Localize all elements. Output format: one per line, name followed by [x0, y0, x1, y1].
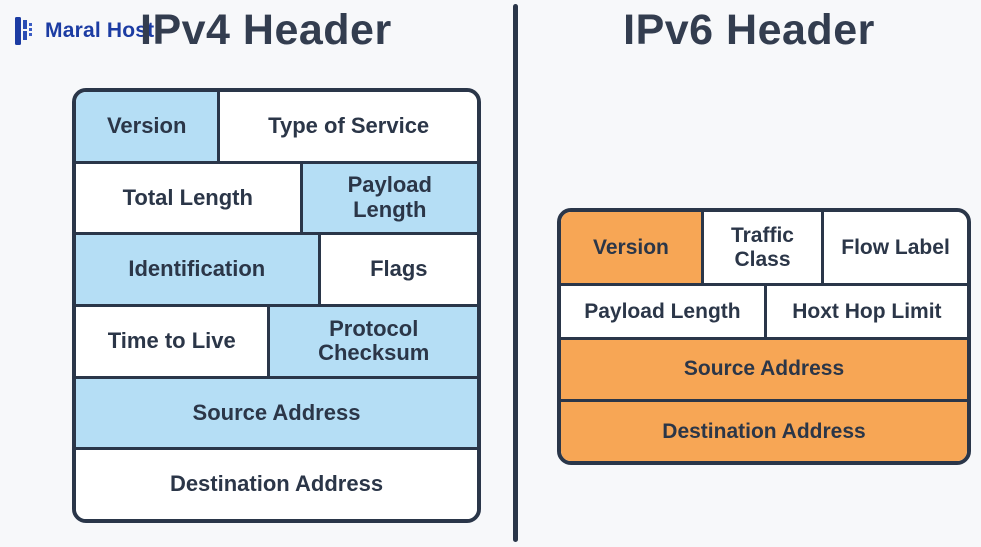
cell-label: Source Address [683, 357, 845, 381]
cell-label: Destination Address [169, 471, 384, 497]
ipv4-cell-identification: Identification [76, 235, 321, 305]
cell-label: Version [106, 113, 187, 139]
ipv4-cell-flags: Flags [320, 235, 477, 305]
ipv6-header-table: Version Traffic Class Flow Label Payload… [557, 208, 971, 465]
ipv4-row-2: Total Length Payload Length [76, 163, 477, 236]
cell-label: Destination Address [662, 419, 866, 443]
cell-label: Type of Service [268, 113, 430, 139]
logo-text: Maral Host [45, 19, 155, 42]
maral-host-logo: Maral Host [14, 16, 154, 46]
cell-label: Identification [128, 256, 266, 282]
ipv6-cell-hoxt-hop-limit: Hoxt Hop Limit [766, 286, 967, 337]
cell-label: Hoxt Hop Limit [792, 299, 942, 323]
ipv4-cell-time-to-live: Time to Live [76, 307, 271, 376]
cell-label: Traffic Class [730, 224, 794, 271]
cell-label: Flags [370, 256, 428, 282]
cell-label: Source Address [192, 399, 361, 425]
ipv4-title: IPv4 Header [140, 6, 392, 54]
cell-label: Total Length [122, 184, 253, 210]
ipv4-cell-type-of-service: Type of Service [220, 92, 477, 161]
ipv6-cell-source-address: Source Address [561, 339, 967, 399]
ipv6-row-2: Payload Length Hoxt Hop Limit [561, 286, 967, 340]
ipv4-header-table: Version Type of Service Total Length Pay… [72, 88, 481, 523]
ipv6-cell-destination-address: Destination Address [561, 401, 967, 461]
ipv4-row-5: Source Address [76, 378, 477, 451]
ipv6-title: IPv6 Header [623, 6, 875, 54]
cell-label: Time to Live [107, 328, 236, 354]
ipv4-cell-source-address: Source Address [76, 378, 477, 448]
ipv6-cell-version: Version [561, 212, 704, 284]
cell-label: Payload Length [584, 299, 741, 323]
ipv6-cell-flow-label: Flow Label [824, 212, 967, 284]
column-divider [513, 4, 518, 542]
cell-label: Version [593, 235, 669, 259]
ipv4-row-3: Identification Flags [76, 235, 477, 308]
ipv4-cell-version: Version [76, 92, 221, 161]
cell-label: Protocol Checksum [318, 315, 430, 366]
ipv6-row-4: Destination Address [561, 401, 967, 461]
ipv6-cell-payload-length: Payload Length [561, 286, 767, 337]
ipv6-row-1: Version Traffic Class Flow Label [561, 212, 967, 287]
cell-label: Flow Label [841, 235, 950, 259]
ipv4-cell-total-length: Total Length [76, 163, 303, 233]
server-bars-icon [14, 16, 40, 46]
ipv4-row-4: Time to Live Protocol Checksum [76, 307, 477, 379]
ipv4-cell-destination-address: Destination Address [76, 450, 477, 519]
cell-label: Payload Length [347, 172, 432, 222]
ipv6-cell-traffic-class: Traffic Class [703, 212, 825, 284]
ipv4-cell-protocol-checksum: Protocol Checksum [270, 307, 477, 376]
ipv4-cell-payload-length: Payload Length [302, 163, 477, 233]
ipv4-row-6: Destination Address [76, 450, 477, 519]
ipv6-row-3: Source Address [561, 339, 967, 402]
ipv4-row-1: Version Type of Service [76, 92, 477, 164]
